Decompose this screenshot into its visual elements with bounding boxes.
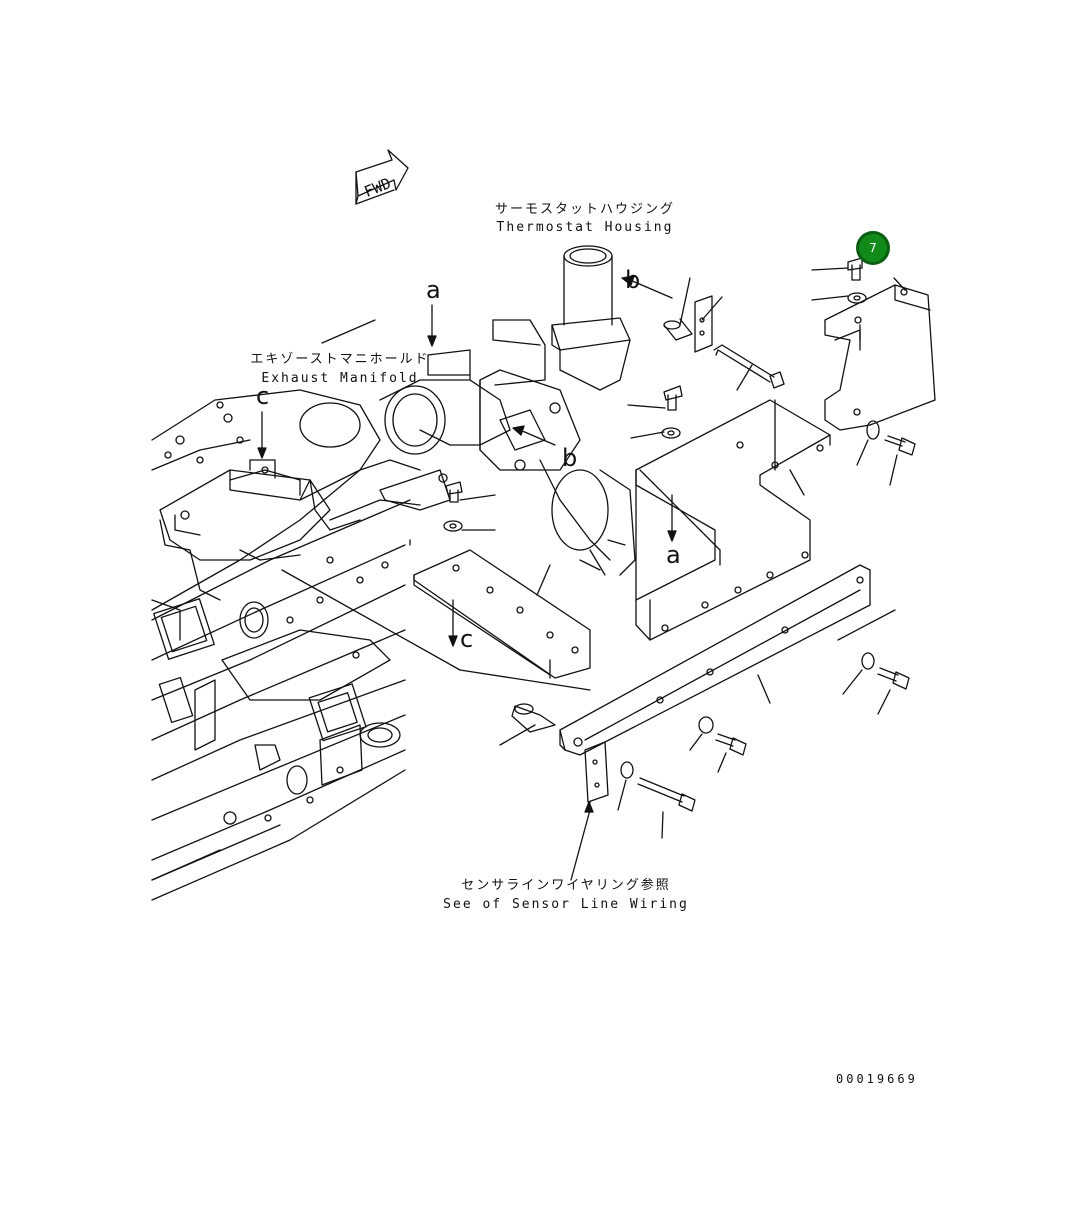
ref-letter-b-top: b	[625, 266, 641, 294]
engine-block	[151, 389, 411, 901]
drawing-number: 00019669	[836, 1072, 918, 1086]
fastener-set	[443, 257, 916, 812]
part-callout-7[interactable]: 7	[856, 231, 890, 265]
mounting-bracket-center	[413, 549, 591, 679]
part-callout-number: 7	[869, 241, 877, 255]
leader-lines	[151, 267, 906, 881]
ref-letter-a-bottom: a	[666, 541, 681, 569]
heat-shield-cover	[824, 284, 936, 431]
exhaust-manifold-label-en: Exhaust Manifold	[261, 371, 419, 386]
ref-letter-c-mid: c	[460, 625, 474, 653]
exhaust-manifold	[159, 319, 546, 601]
sensor-wiring-label-en: See of Sensor Line Wiring	[443, 897, 689, 912]
mounting-bracket-right	[635, 399, 831, 641]
thermostat-label-en: Thermostat Housing	[496, 220, 674, 235]
ref-letter-c-top: c	[256, 382, 270, 410]
fwd-arrow-icon: FWD	[355, 149, 409, 205]
ref-letter-b-mid: b	[562, 444, 578, 472]
reference-arrows	[257, 275, 677, 813]
exhaust-manifold-label-jp: エキゾーストマニホールド	[250, 352, 430, 367]
ref-letter-a-top: a	[426, 276, 441, 304]
flat-support-bar	[559, 564, 871, 756]
fwd-label: FWD	[362, 174, 394, 201]
thermostat-housing	[479, 245, 636, 576]
sensor-wiring-label-jp: センサラインワイヤリング参照	[461, 878, 671, 893]
thermostat-label-jp: サーモスタットハウジング	[494, 202, 676, 217]
